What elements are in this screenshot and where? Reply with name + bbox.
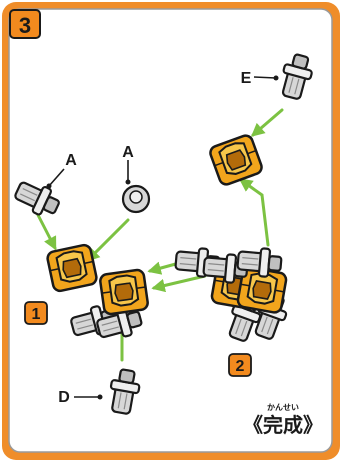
green-arrow-icon [86, 218, 130, 262]
step-number-badge: 3 [9, 9, 41, 39]
sub-badge-2-number: 2 [236, 358, 245, 375]
sub-badge-2: 2 [228, 353, 252, 377]
octagon-connector-icon [45, 242, 99, 294]
step-number: 3 [19, 13, 31, 38]
green-arrow-icon [250, 108, 284, 137]
label-dot-d [97, 394, 103, 400]
label-dot-a-right [125, 179, 131, 185]
label-a-right: A [122, 144, 134, 161]
octagon-connector-icon [98, 267, 150, 317]
completion-text: 《完成》 [243, 413, 323, 437]
assembly-arrows [36, 108, 284, 362]
label-dot-a-left [46, 183, 52, 189]
sub-badge-1: 1 [24, 301, 48, 325]
completion-ruby: かんせい [267, 403, 299, 412]
round-peg-icon [121, 184, 151, 214]
green-arrow-icon [151, 274, 207, 293]
frame-inner [8, 8, 333, 453]
label-a-left: A [65, 152, 77, 169]
label-dot-e [273, 75, 279, 81]
sub-badge-1-number: 1 [32, 306, 41, 323]
green-arrow-icon [238, 178, 270, 247]
label-d: D [58, 389, 70, 406]
green-arrow-icon [36, 213, 57, 251]
label-leader-a-left [48, 168, 65, 187]
label-leader-e [253, 76, 277, 79]
label-e: E [241, 70, 252, 87]
